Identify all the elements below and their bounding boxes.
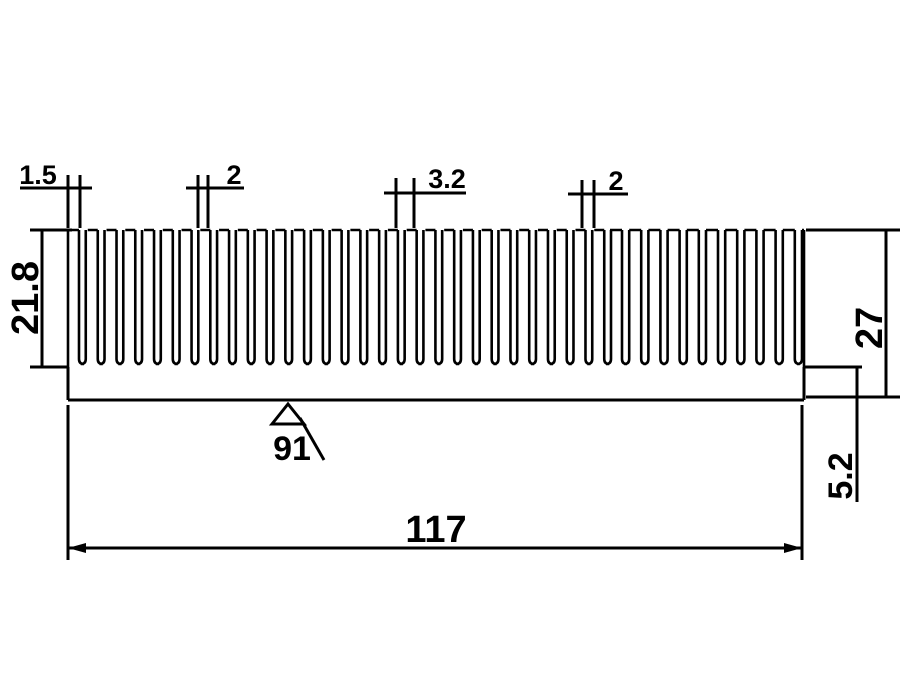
base-plate bbox=[30, 365, 862, 402]
fin-slot bbox=[152, 230, 163, 366]
fin-slot bbox=[602, 230, 613, 366]
fin-slot bbox=[190, 230, 200, 366]
fin-slot bbox=[133, 230, 144, 366]
fin-tip-value: 1.5 bbox=[19, 160, 57, 190]
profile-number: 91 bbox=[273, 430, 311, 468]
fin-gap-left-dimension: 2 bbox=[186, 160, 244, 228]
fin-slot bbox=[546, 230, 557, 366]
fin-slot bbox=[246, 230, 256, 366]
fin-tip-dimension: 1.5 bbox=[19, 160, 92, 228]
fin-slot bbox=[527, 230, 538, 366]
fin-slot bbox=[209, 230, 219, 366]
fin-slot bbox=[359, 230, 369, 366]
fin-slot bbox=[565, 230, 575, 366]
fin-height-dimension: 21.8 bbox=[5, 230, 47, 367]
profile-marker: 91 bbox=[268, 401, 326, 468]
fin-gap-left-value: 2 bbox=[226, 160, 241, 190]
fin-slot bbox=[697, 230, 708, 366]
fin-slot bbox=[321, 230, 331, 366]
fin-slot bbox=[774, 230, 785, 366]
total-width-dimension: 117 bbox=[68, 509, 802, 553]
fin-slot bbox=[377, 230, 388, 366]
fin-slot bbox=[639, 230, 650, 366]
fin-gap-right-dimension: 2 bbox=[568, 166, 628, 228]
fin-slot bbox=[471, 230, 481, 366]
fin-slot bbox=[284, 230, 294, 366]
fin-slot bbox=[659, 230, 669, 366]
fin-gap-right-value: 2 bbox=[608, 166, 623, 196]
fin-slot bbox=[452, 230, 463, 366]
fin-slot bbox=[77, 230, 88, 366]
fin-slot bbox=[302, 230, 313, 366]
fin-slot bbox=[434, 230, 444, 366]
fin-slot bbox=[171, 230, 181, 366]
fin-slot bbox=[678, 230, 689, 366]
fin-slot bbox=[509, 230, 519, 366]
fin-gap-center-value: 3.2 bbox=[428, 164, 466, 194]
fin-height-value: 21.8 bbox=[5, 261, 47, 335]
base-thickness-value: 5.2 bbox=[822, 452, 860, 499]
fin-slot bbox=[115, 230, 125, 366]
total-height-dimension: 27 bbox=[849, 230, 891, 397]
base-thickness-dimension: 5.2 bbox=[822, 367, 860, 502]
fin-array bbox=[66, 228, 806, 367]
extension-lines bbox=[30, 228, 900, 560]
fin-slot bbox=[755, 230, 765, 366]
fin-slot bbox=[490, 230, 500, 366]
fin-slot bbox=[396, 230, 406, 366]
fin-slot bbox=[716, 230, 727, 366]
fin-slot bbox=[793, 230, 804, 366]
fin-slot bbox=[265, 230, 275, 366]
fin-slot bbox=[340, 230, 350, 366]
fin-gap-center-dimension: 3.2 bbox=[384, 164, 466, 228]
fin-slot bbox=[735, 230, 746, 366]
total-width-value: 117 bbox=[405, 509, 466, 551]
fin-slot bbox=[227, 230, 238, 366]
fin-slot bbox=[415, 230, 425, 366]
fin-slot bbox=[620, 230, 631, 366]
fin-slot bbox=[584, 230, 594, 366]
fin-slot bbox=[96, 230, 106, 366]
total-height-value: 27 bbox=[849, 307, 891, 349]
